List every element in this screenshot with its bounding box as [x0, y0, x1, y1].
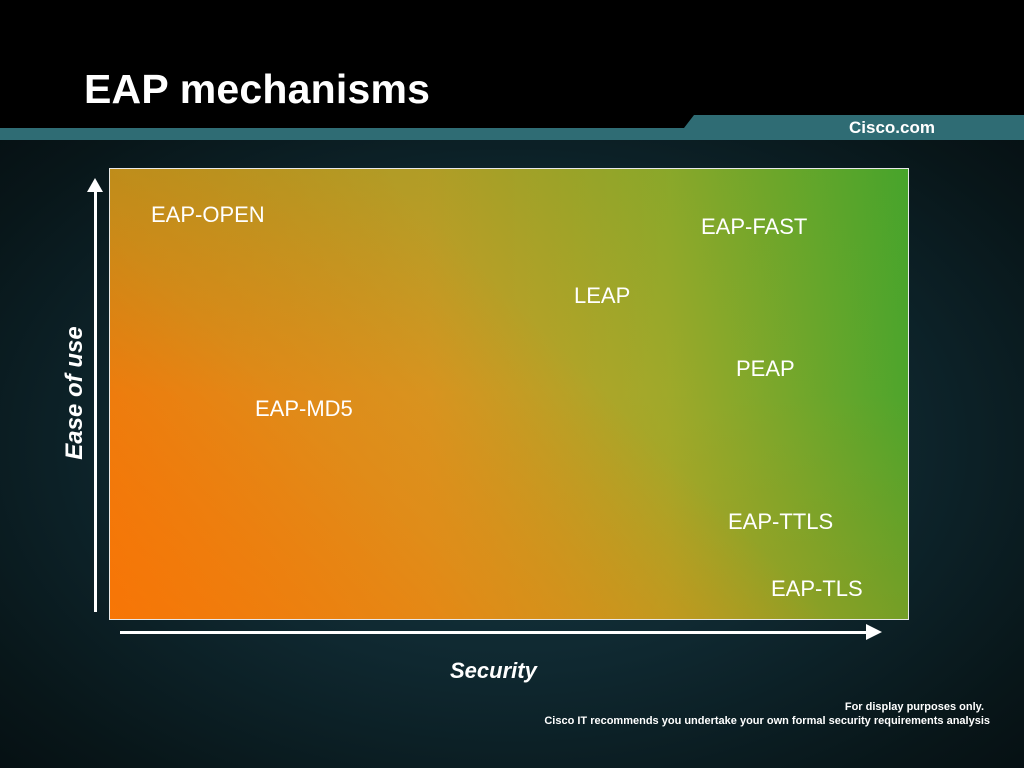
label-eap-md5: EAP-MD5: [255, 396, 353, 421]
header-band-stripe: [0, 128, 1024, 140]
brand-logo-text[interactable]: Cisco.com: [849, 118, 935, 137]
footer-disclaimer-line1: For display purposes only.: [844, 701, 984, 713]
label-leap: LEAP: [574, 283, 631, 308]
diagram-panel: [109, 168, 909, 620]
label-eap-tls: EAP-TLS: [771, 576, 863, 601]
label-peap: PEAP: [736, 356, 795, 381]
header-band-tab: [684, 115, 1024, 128]
x-axis-arrowhead: [866, 624, 882, 640]
x-axis-line: [120, 631, 870, 634]
y-axis-line: [94, 186, 97, 612]
slide-title: EAP mechanisms: [84, 66, 431, 112]
label-eap-ttls: EAP-TTLS: [728, 509, 834, 534]
label-eap-fast: EAP-FAST: [701, 214, 808, 239]
label-eap-open: EAP-OPEN: [151, 202, 265, 227]
y-axis-arrowhead: [87, 178, 103, 192]
x-axis-title: Security: [450, 658, 537, 683]
footer-disclaimer-line2: Cisco IT recommends you undertake your o…: [544, 715, 990, 727]
y-axis-title: Ease of use: [61, 326, 88, 460]
header-band: [0, 115, 1024, 140]
title-bar: [0, 0, 1024, 128]
